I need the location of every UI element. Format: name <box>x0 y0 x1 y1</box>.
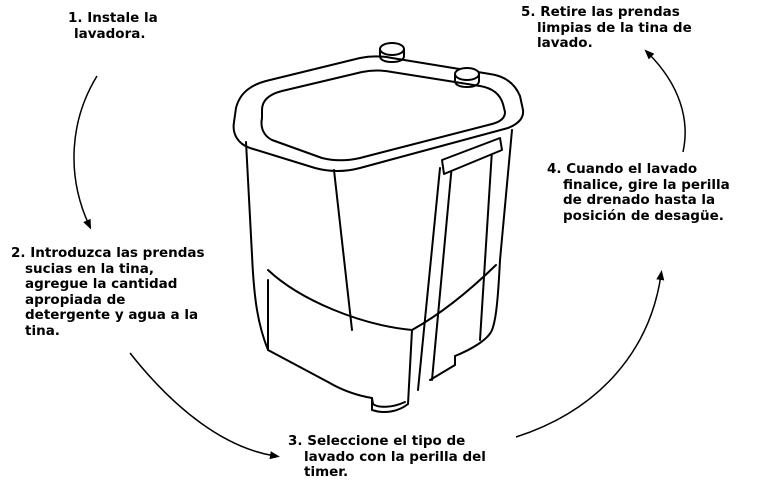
step-5-text-1: Retire las prendas <box>540 4 680 20</box>
step-2-line-3: agregue la cantidad <box>25 276 178 292</box>
step-1-number: 1. <box>68 10 83 26</box>
step-5-line-2: limpias de la tina de <box>537 19 692 36</box>
step-3-line-1: 3. Seleccione el tipo de <box>288 433 486 450</box>
step-3-line-3: timer. <box>304 464 349 480</box>
step-4-line-1: 4. Cuando el lavado <box>547 161 730 178</box>
step-4-line-3: de drenado hasta la <box>563 192 716 208</box>
step-4-number: 4. <box>547 161 562 177</box>
arrow-step2-to-step3-icon <box>129 352 280 460</box>
step-2-text-1: Introduzca las prendas <box>30 245 205 261</box>
step-2-line-5: detergente y agua a la <box>25 307 199 323</box>
step-5-line-1: 5. Retire las prendas <box>521 4 692 21</box>
step-1-line-2: lavadora. <box>74 25 146 42</box>
arrow-step1-to-step2-icon <box>73 75 98 230</box>
step-3-number: 3. <box>288 433 303 449</box>
step-3: 3. Seleccione el tipo de lavado con la p… <box>288 433 486 481</box>
step-5-number: 5. <box>521 4 536 20</box>
step-5-line-3: lavado. <box>537 35 593 51</box>
step-2-line-2: sucias en la tina, <box>25 260 154 277</box>
arrow-step4-to-step5-icon <box>644 49 686 153</box>
step-4-line-4: posición de desagüe. <box>563 207 724 224</box>
arrow-step3-to-step4-icon <box>515 270 665 438</box>
step-4-line-2: finalice, gire la perilla <box>563 176 730 193</box>
step-2-line-4: apropiada de <box>25 291 126 308</box>
step-2: 2. Introduzca las prendas sucias en la t… <box>11 245 205 339</box>
step-2-number: 2. <box>11 245 26 261</box>
step-5: 5. Retire las prendas limpias de la tina… <box>521 4 692 52</box>
step-2-line-6: tina. <box>25 322 60 339</box>
step-4-text-1: Cuando el lavado <box>566 161 698 177</box>
step-1-line-1: 1. Instale la <box>68 10 158 27</box>
step-2-line-1: 2. Introduzca las prendas <box>11 245 205 262</box>
step-1-text-1: Instale la <box>87 10 158 26</box>
step-3-text-1: Seleccione el tipo de <box>307 433 466 449</box>
washing-machine-icon <box>232 42 525 413</box>
step-4: 4. Cuando el lavado finalice, gire la pe… <box>547 161 730 224</box>
step-1: 1. Instale la lavadora. <box>68 10 158 42</box>
step-3-line-2: lavado con la perilla del <box>304 448 486 465</box>
